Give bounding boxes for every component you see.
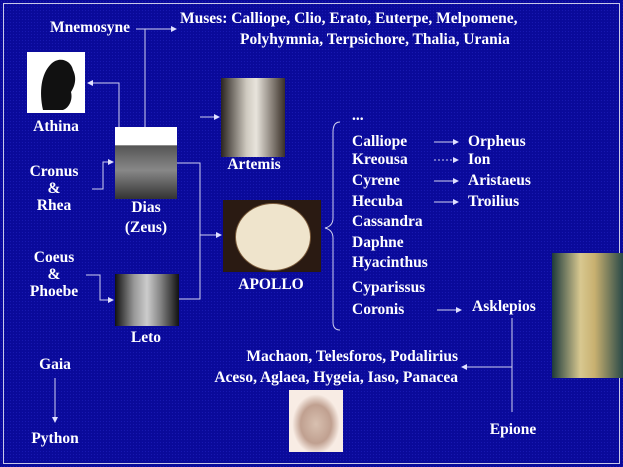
- lover-calliope: Calliope: [352, 133, 408, 150]
- coeus-label: Coeus: [33, 249, 75, 266]
- gaia-label: Gaia: [39, 356, 71, 373]
- apollo-label: APOLLO: [238, 276, 304, 293]
- lover-cyparissus: Cyparissus: [352, 279, 426, 296]
- asklepios-label: Asklepios: [472, 298, 536, 315]
- zeus-label: (Zeus): [124, 219, 168, 236]
- artemis-label: Artemis: [227, 156, 281, 173]
- lover-ellipsis: ...: [352, 107, 364, 124]
- python-label: Python: [31, 430, 79, 447]
- child-ion: Ion: [468, 151, 491, 168]
- slide-border: [3, 3, 620, 464]
- child-aristaeus: Aristaeus: [468, 172, 531, 189]
- apollo-kylix-image: [223, 200, 321, 272]
- artemis-image: [221, 78, 285, 157]
- lover-hecuba: Hecuba: [352, 193, 403, 210]
- mnemosyne-label: Mnemosyne: [49, 19, 131, 36]
- cronus-label: Cronus: [29, 163, 79, 180]
- ampersand: &: [47, 266, 61, 283]
- lover-cassandra: Cassandra: [352, 213, 423, 230]
- muses-line-1: Muses: Calliope, Clio, Erato, Euterpe, M…: [180, 10, 518, 27]
- asklepios-children-line-1: Machaon, Telesforos, Podalirius: [246, 348, 458, 365]
- phoebe-label: Phoebe: [29, 283, 79, 300]
- leto-label: Leto: [130, 329, 162, 346]
- child-troilius: Troilius: [468, 193, 520, 210]
- ampersand: &: [47, 180, 61, 197]
- lover-daphne: Daphne: [352, 234, 404, 251]
- muses-line-2: Polyhymnia, Terpsichore, Thalia, Urania: [240, 31, 510, 48]
- epione-label: Epione: [489, 421, 537, 438]
- cronus-to-zeus: [92, 159, 114, 190]
- hygeia-head-image: [289, 390, 343, 452]
- apollo-brace: [324, 121, 341, 331]
- rhea-label: Rhea: [36, 197, 72, 214]
- lover-cyrene: Cyrene: [352, 172, 400, 189]
- asklepios-children-line-2: Aceso, Aglaea, Hygeia, Iaso, Panacea: [214, 369, 458, 386]
- child-orpheus: Orpheus: [468, 133, 526, 150]
- lover-coronis: Coronis: [352, 301, 405, 318]
- leto-vase-image: [115, 274, 179, 326]
- athina-image: [27, 52, 85, 113]
- lover-kreousa: Kreousa: [352, 151, 408, 168]
- lover-hyacinthus: Hyacinthus: [352, 254, 428, 271]
- asklepios-statue-image: [552, 253, 623, 378]
- zeus-to-children: [177, 162, 201, 300]
- dias-label: Dias: [131, 199, 161, 216]
- zeus-to-athina: [87, 80, 120, 127]
- dias-image: [115, 127, 177, 199]
- coeus-to-leto: [86, 274, 114, 303]
- athina-label: Athina: [33, 118, 79, 135]
